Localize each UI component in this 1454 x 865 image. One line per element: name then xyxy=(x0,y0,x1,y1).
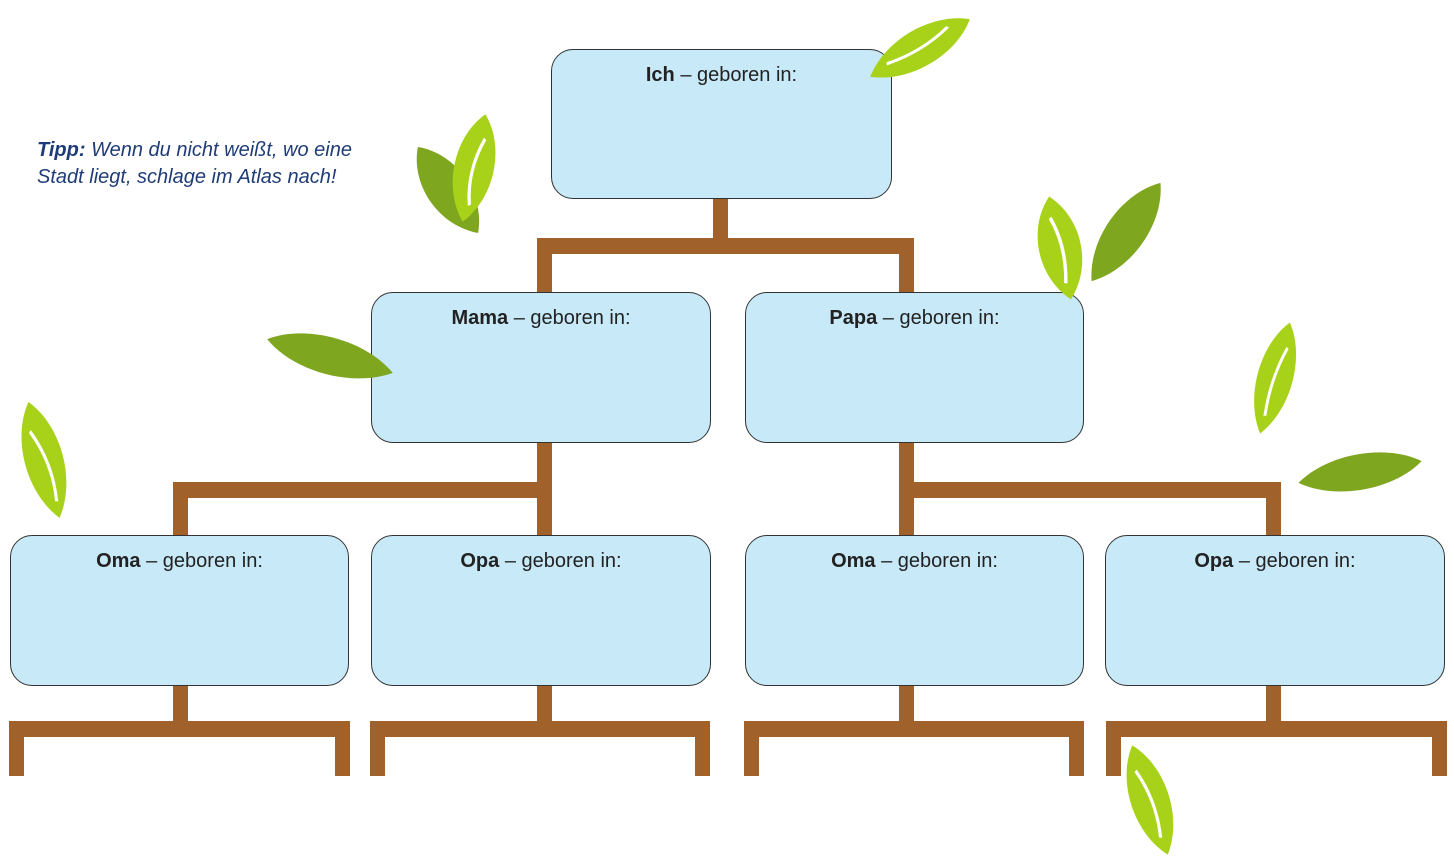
branch-stem xyxy=(899,482,914,537)
branch-stem xyxy=(713,198,728,240)
box-oma-mama-name: Oma xyxy=(96,550,141,572)
branch-bar xyxy=(370,721,710,737)
box-mama-label: – geboren in: xyxy=(508,307,631,329)
box-oma-papa-name: Oma xyxy=(831,550,876,572)
box-oma-mama-label: – geboren in: xyxy=(140,550,263,572)
branch-stem xyxy=(695,721,710,776)
box-oma-papa-label: – geboren in: xyxy=(875,550,998,572)
branch-stem xyxy=(1432,721,1447,776)
box-opa-papa-label: – geboren in: xyxy=(1233,550,1356,572)
branch-stem xyxy=(899,238,914,294)
branch-stem xyxy=(899,684,914,724)
box-mama-name: Mama xyxy=(451,307,509,329)
branch-stem xyxy=(537,684,552,724)
tip-label: Tipp: xyxy=(37,139,86,161)
branch-stem xyxy=(537,440,552,485)
box-papa-name: Papa xyxy=(829,307,878,329)
branch-stem xyxy=(1069,721,1084,776)
branch-bar xyxy=(899,482,1281,498)
branch-bar xyxy=(9,721,350,737)
box-papa-label: – geboren in: xyxy=(877,307,1000,329)
branch-stem xyxy=(1266,684,1281,724)
branch-bar xyxy=(744,721,1084,737)
box-papa[interactable]: Papa – geboren in: xyxy=(745,292,1084,443)
box-oma-papa[interactable]: Oma – geboren in: xyxy=(745,535,1084,686)
box-ich-name: Ich xyxy=(645,64,675,86)
box-opa-mama-name: Opa xyxy=(460,550,500,572)
branch-stem xyxy=(9,721,24,776)
branch-stem xyxy=(537,482,552,537)
branch-stem xyxy=(173,684,188,724)
box-opa-papa-name: Opa xyxy=(1194,550,1234,572)
branch-bar xyxy=(537,238,914,254)
branch-stem xyxy=(335,721,350,776)
box-ich-label: – geboren in: xyxy=(674,64,798,86)
branch-stem xyxy=(744,721,759,776)
box-opa-mama-label: – geboren in: xyxy=(499,550,622,572)
branch-stem xyxy=(899,440,914,485)
branch-bar xyxy=(173,482,552,498)
branch-stem xyxy=(173,482,188,537)
branch-stem xyxy=(537,238,552,294)
branch-bar xyxy=(1106,721,1447,737)
box-opa-mama[interactable]: Opa – geboren in: xyxy=(371,535,711,686)
box-mama[interactable]: Mama – geboren in: xyxy=(371,292,711,443)
branch-stem xyxy=(1106,721,1121,776)
branch-stem xyxy=(1266,482,1281,537)
box-ich[interactable]: Ich – geboren in: xyxy=(551,49,892,199)
tip-text: Wenn du nicht weißt, wo eine Stadt liegt… xyxy=(37,139,352,188)
branch-stem xyxy=(370,721,385,776)
tip-note: Tipp: Wenn du nicht weißt, wo eine Stadt… xyxy=(37,137,357,191)
box-opa-papa[interactable]: Opa – geboren in: xyxy=(1105,535,1445,686)
box-oma-mama[interactable]: Oma – geboren in: xyxy=(10,535,349,686)
